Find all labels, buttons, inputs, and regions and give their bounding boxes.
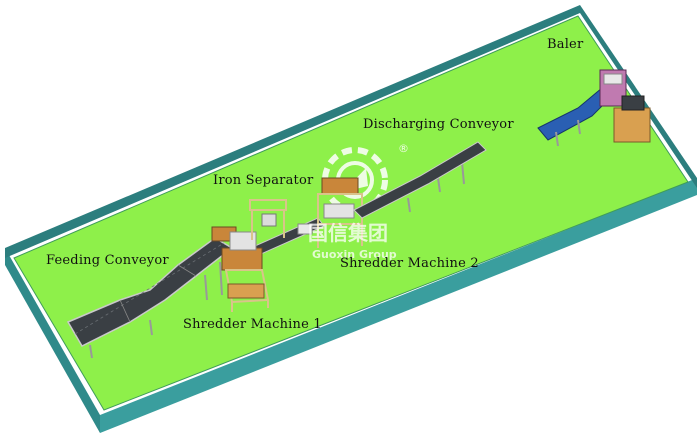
floor-bottom-wall: [100, 178, 697, 433]
label-shredder-machine-2: Shredder Machine 2: [340, 256, 479, 271]
label-iron-separator: Iron Separator: [213, 173, 314, 188]
floor-front-wall: [5, 248, 100, 433]
watermark-text-cn: 国信集团: [308, 221, 388, 245]
label-baler: Baler: [547, 37, 584, 52]
floor-back-wall: [5, 5, 580, 258]
label-feeding-conveyor: Feeding Conveyor: [46, 253, 169, 268]
label-discharging-conveyor: Discharging Conveyor: [363, 117, 514, 132]
baler: [537, 69, 651, 147]
discharging-conveyor: [353, 141, 487, 219]
feeding-conveyor: [66, 226, 237, 359]
watermark-text-en: Guoxin Group: [312, 248, 397, 261]
watermark-registered: ®: [398, 142, 409, 155]
iron-separator: [249, 199, 313, 240]
label-shredder-machine-1: Shredder Machine 1: [183, 317, 322, 332]
shredder-machine-1: [221, 231, 270, 312]
